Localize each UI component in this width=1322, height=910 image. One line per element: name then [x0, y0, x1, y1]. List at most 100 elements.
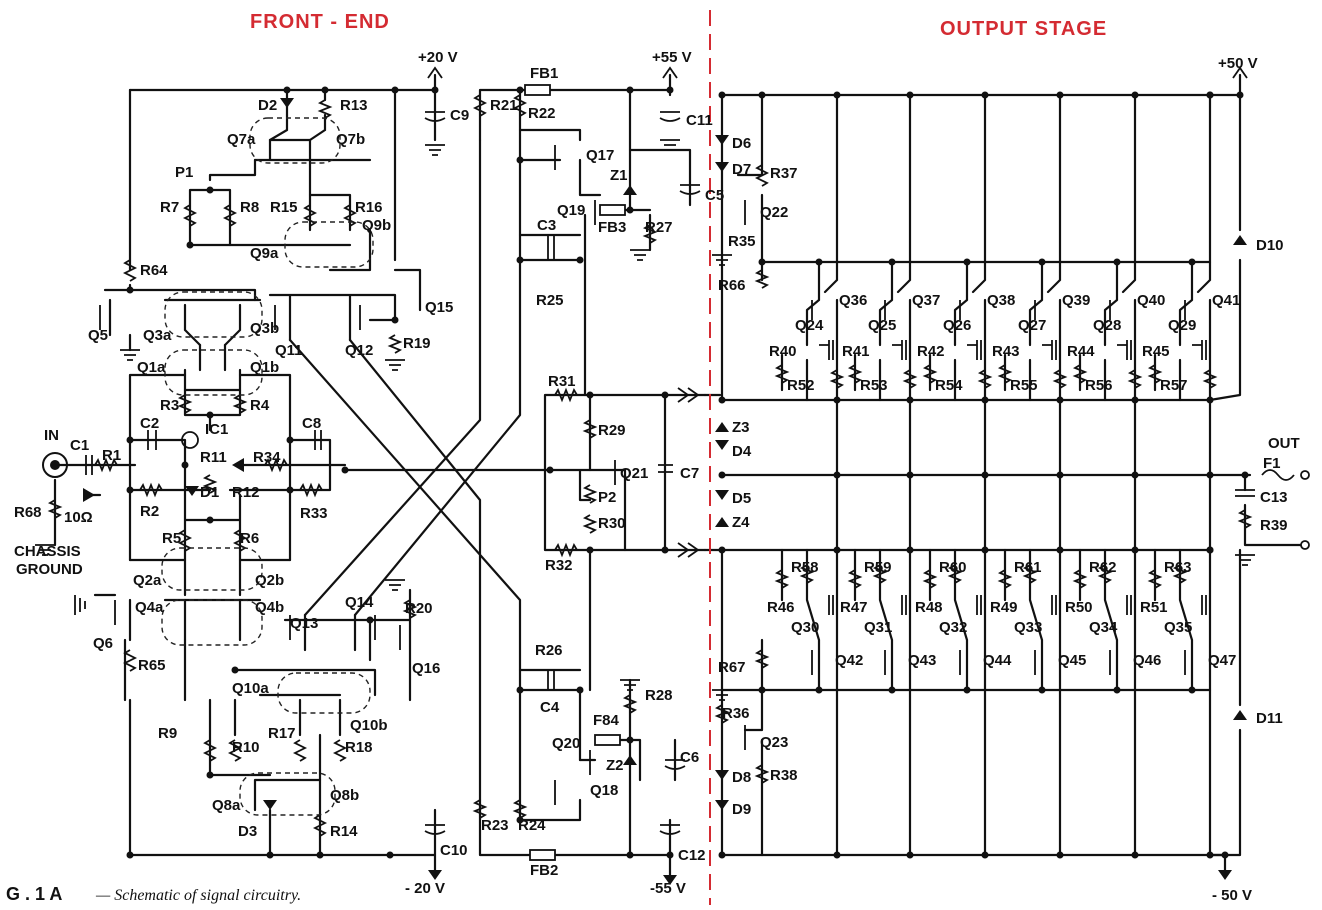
label-Q4a: Q4a [135, 599, 164, 616]
output-column-3 [922, 91, 993, 859]
label-IC1: IC1 [205, 421, 228, 438]
label-Q22: Q22 [760, 204, 788, 221]
label-D3: D3 [238, 823, 257, 840]
output-stage-title: OUTPUT STAGE [940, 18, 1107, 40]
output-labels: D6 D7 R37 Q22 R35 R66 Z3 D4 D5 Z4 R67 R3… [718, 135, 1288, 818]
rail-m50: - 50 V [1212, 887, 1252, 904]
label-R21: R21 [490, 97, 518, 114]
rail-labels: +20 V - 20 V +55 V -55 V +50 V - 50 V [405, 49, 1258, 904]
label-Q40: Q40 [1137, 292, 1165, 309]
label-Q1b: Q1b [250, 359, 279, 376]
label-R52: R52 [787, 377, 815, 394]
label-D2: D2 [258, 97, 277, 114]
label-R34: R34 [253, 449, 281, 466]
label-C13: C13 [1260, 489, 1288, 506]
label-R46: R46 [767, 599, 795, 616]
label-FB2: FB2 [530, 862, 558, 879]
label-Q21: Q21 [620, 465, 648, 482]
label-R65: R65 [138, 657, 166, 674]
output-column-2 [847, 91, 918, 859]
label-R2: R2 [140, 503, 159, 520]
caption-figure: G . 1 A [6, 884, 62, 904]
label-Q2b: Q2b [255, 572, 284, 589]
label-R25: R25 [536, 292, 564, 309]
rail-p55: +55 V [652, 49, 692, 66]
label-R62: R62 [1089, 559, 1117, 576]
label-Q8b: Q8b [330, 787, 359, 804]
label-Q37: Q37 [912, 292, 940, 309]
label-R18: R18 [345, 739, 373, 756]
label-Q28: Q28 [1093, 317, 1121, 334]
label-R36: R36 [722, 705, 750, 722]
output-columns [774, 91, 1218, 859]
label-R12: R12 [232, 484, 260, 501]
label-R37: R37 [770, 165, 798, 182]
label-R31: R31 [548, 373, 576, 390]
label-R68: R68 [14, 504, 42, 521]
label-Q43: Q43 [908, 652, 936, 669]
label-Q25: Q25 [868, 317, 896, 334]
label-Q45: Q45 [1058, 652, 1086, 669]
label-R20: R20 [405, 600, 433, 617]
label-Q29: Q29 [1168, 317, 1196, 334]
label-Q39: Q39 [1062, 292, 1090, 309]
label-R8: R8 [240, 199, 259, 216]
label-D9: D9 [732, 801, 751, 818]
label-Q3b: Q3b [250, 320, 279, 337]
rail-m55: -55 V [650, 880, 686, 897]
label-R51: R51 [1140, 599, 1168, 616]
label-R24: R24 [518, 817, 546, 834]
label-F1: F1 [1263, 455, 1281, 472]
label-Q4b: Q4b [255, 599, 284, 616]
label-R9: R9 [158, 725, 177, 742]
label-R39: R39 [1260, 517, 1288, 534]
label-C12: C12 [678, 847, 706, 864]
label-C8: C8 [302, 415, 321, 432]
label-Q15: Q15 [425, 299, 453, 316]
label-R64: R64 [140, 262, 168, 279]
label-R43: R43 [992, 343, 1020, 360]
label-R11: R11 [200, 449, 227, 466]
label-Q34: Q34 [1089, 619, 1118, 636]
label-R44: R44 [1067, 343, 1095, 360]
chassis-label: CHASSIS [14, 543, 81, 560]
label-R40: R40 [769, 343, 797, 360]
label-D10: D10 [1256, 237, 1284, 254]
label-Z1: Z1 [610, 167, 628, 184]
label-Q38: Q38 [987, 292, 1015, 309]
label-R47: R47 [840, 599, 868, 616]
front-end-title: FRONT - END [250, 11, 390, 33]
label-C4: C4 [540, 699, 560, 716]
label-R22: R22 [528, 105, 556, 122]
components [35, 66, 1310, 885]
label-R19: R19 [403, 335, 431, 352]
label-R26: R26 [535, 642, 563, 659]
rail-p20: +20 V [418, 49, 458, 66]
front-end-wiring [53, 73, 552, 877]
label-R6: R6 [240, 530, 259, 547]
label-R28: R28 [645, 687, 673, 704]
label-D1: D1 [200, 484, 219, 501]
label-R5: R5 [162, 530, 181, 547]
label-R49: R49 [990, 599, 1018, 616]
label-R57: R57 [1160, 377, 1188, 394]
label-R66: R66 [718, 277, 746, 294]
label-Q10a: Q10a [232, 680, 269, 697]
label-R16: R16 [355, 199, 383, 216]
label-D6: D6 [732, 135, 751, 152]
label-Z3: Z3 [732, 419, 750, 436]
label-R1: R1 [102, 447, 121, 464]
output-column-4 [997, 91, 1068, 859]
label-R53: R53 [860, 377, 888, 394]
label-R13: R13 [340, 97, 368, 114]
label-R14: R14 [330, 823, 358, 840]
label-Q8a: Q8a [212, 797, 241, 814]
label-C6: C6 [680, 749, 699, 766]
front-end-labels: D2 R13 Q7a Q7b P1 R7 R8 R15 R16 Q9a Q9b … [14, 97, 469, 859]
label-R56: R56 [1085, 377, 1113, 394]
io-labels: IN OUT CHASSIS GROUND 10Ω [14, 427, 1300, 578]
caption-text: — Schematic of signal circuitry. [95, 887, 301, 904]
label-Q12: Q12 [345, 342, 373, 359]
label-Q11: Q11 [275, 342, 303, 359]
